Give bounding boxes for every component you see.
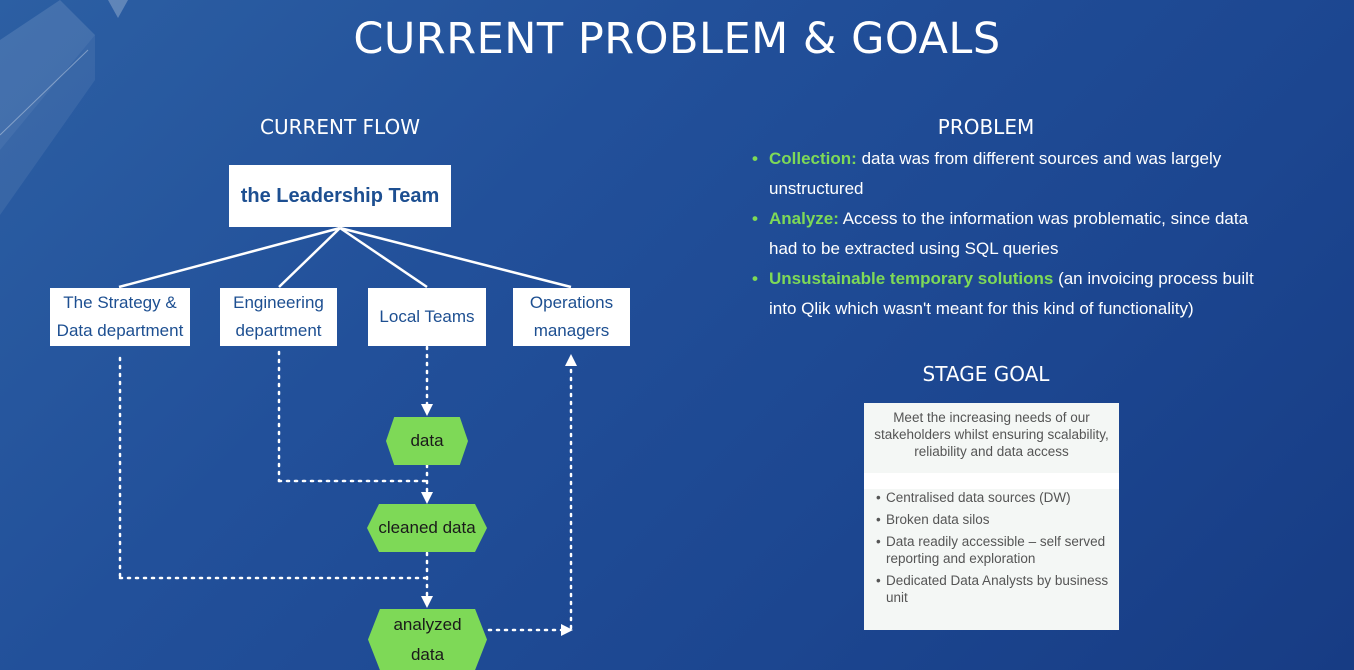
bullet: • <box>876 534 881 549</box>
dept-line1: Engineering <box>233 293 324 312</box>
problem-key: Analyze <box>769 209 834 228</box>
stage-goal-heading: STAGE GOAL <box>922 362 1050 386</box>
goal-item-text: Centralised data sources (DW) <box>886 490 1071 505</box>
goal-summary: Meet the increasing needs of our stakeho… <box>874 410 1109 459</box>
goal-list: • Centralised data sources (DW) • Broken d… <box>864 489 1119 606</box>
dept-line1: Operations <box>529 293 614 312</box>
goal-item-text: Data readily accessible – self served re… <box>886 534 1106 566</box>
page-title: CURRENT PROBLEM & GOALS <box>353 14 1001 64</box>
local-teams-box: Local Teams <box>368 288 486 346</box>
goal-item: • Centralised data sources (DW) <box>876 489 1109 506</box>
bullet: • <box>876 573 881 588</box>
node-line1: analyzed <box>393 614 462 634</box>
goal-item-text: Dedicated Data Analysts by business unit <box>886 573 1109 605</box>
goal-item: • Broken data silos <box>876 511 1109 528</box>
dept-line2: department <box>235 321 322 340</box>
problem-list: • Collection: data was from different sou… <box>752 144 1272 324</box>
current-flow-heading: CURRENT FLOW <box>259 115 421 139</box>
dept-line1: The Strategy & <box>63 293 177 312</box>
problem-item-collection: • Collection: data was from different sou… <box>752 144 1272 204</box>
bullet: • <box>752 209 758 228</box>
problem-item-analyze: • Analyze: Access to the information was … <box>752 204 1272 264</box>
leadership-team-box: the Leadership Team <box>229 165 451 227</box>
goal-item: • Dedicated Data Analysts by business uni… <box>876 572 1109 606</box>
stage-goal-card: Meet the increasing needs of our stakeho… <box>864 403 1119 630</box>
problem-text: Access to the information was problemati… <box>769 209 1249 258</box>
problem-text: (an invoicing process built into Qlik wh… <box>769 269 1254 318</box>
goal-item: • Data readily accessible – self served r… <box>876 533 1109 567</box>
bullet: • <box>752 269 758 288</box>
bullet: • <box>876 490 881 505</box>
cleaned-data-node: cleaned data <box>367 504 487 552</box>
bullet: • <box>876 512 881 527</box>
problem-item-unsustainable: • Unsustainable temporary solutions (an i… <box>752 264 1272 324</box>
dept-line1: Local Teams <box>379 307 475 326</box>
corner-decoration <box>0 0 128 215</box>
problem-key: Collection <box>769 149 852 168</box>
bullet: • <box>752 149 758 168</box>
engineering-dept-box: Engineering department <box>220 288 337 346</box>
problem-sep: : <box>833 209 839 228</box>
problem-key: Unsustainable temporary solutions <box>769 269 1054 288</box>
operations-managers-box: Operations managers <box>513 288 630 346</box>
data-node: data <box>386 417 468 465</box>
node-line2: data <box>410 644 445 664</box>
analyzed-data-node: analyzed data <box>368 609 487 670</box>
problem-sep: : <box>851 149 857 168</box>
strategy-data-dept-box: The Strategy & Data department <box>50 288 190 346</box>
problem-text: data was from different sources and was … <box>769 149 1222 198</box>
dept-line2: managers <box>533 321 610 340</box>
problem-heading: PROBLEM <box>937 115 1035 139</box>
card-divider <box>864 473 1119 489</box>
goal-item-text: Broken data silos <box>886 512 990 527</box>
dept-line2: Data department <box>56 321 184 340</box>
